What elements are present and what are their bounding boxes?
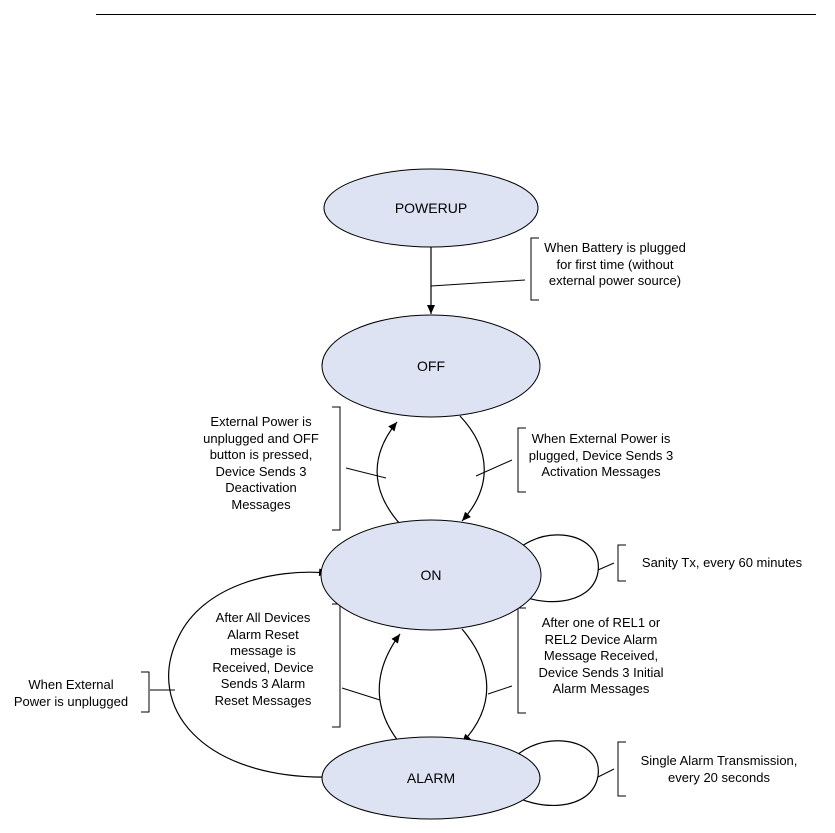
edge-alarm-self-loop [504, 740, 599, 807]
state-alarm: ALARM [321, 736, 541, 820]
state-off-label: OFF [417, 358, 445, 374]
state-powerup-label: POWERUP [395, 200, 467, 216]
top-rule [96, 14, 816, 15]
state-off: OFF [321, 314, 541, 418]
bracket-battery [530, 237, 539, 301]
state-powerup: POWERUP [323, 168, 539, 248]
leader-on-to-alarm [487, 685, 513, 695]
note-on-to-off: External Power is unplugged and OFF butt… [203, 414, 319, 512]
edge-on-self-loop [504, 534, 599, 603]
bracket-on-to-alarm [517, 607, 526, 714]
leader-sanity [597, 562, 615, 571]
note-battery-plugged: When Battery is plugged for first time (… [544, 240, 686, 288]
edge-off-to-on [459, 415, 485, 522]
bracket-power-unplugged [141, 671, 150, 713]
note-alarm-to-on: After All Devices Alarm Reset message is… [212, 610, 314, 708]
edge-on-to-off [376, 421, 401, 525]
edge-on-to-alarm [461, 628, 488, 744]
bracket-off-to-on [517, 427, 526, 493]
bracket-single-alarm [617, 741, 626, 797]
note-power-unplugged: When External Power is unplugged [13, 677, 129, 709]
state-on-label: ON [421, 567, 442, 583]
edge-alarm-to-on [378, 633, 403, 747]
note-off-to-on: When External Power is plugged, Device S… [528, 431, 674, 479]
leader-on-to-off [345, 467, 387, 479]
leader-alarm-to-on [341, 687, 381, 701]
leader-single-alarm [597, 768, 615, 778]
bracket-sanity [617, 544, 626, 582]
bracket-on-to-off [332, 406, 341, 531]
note-single-alarm: Single Alarm Transmission, every 20 seco… [640, 753, 798, 785]
state-on: ON [320, 519, 542, 631]
note-on-to-alarm: After one of REL1 or REL2 Device Alarm M… [538, 615, 664, 696]
bracket-alarm-to-on [332, 603, 341, 728]
leader-battery [430, 279, 526, 287]
note-sanity: Sanity Tx, every 60 minutes [641, 555, 803, 570]
leader-off-to-on [475, 459, 513, 477]
state-alarm-label: ALARM [407, 770, 455, 786]
edge-alarm-to-on-power-unplugged [168, 568, 333, 778]
